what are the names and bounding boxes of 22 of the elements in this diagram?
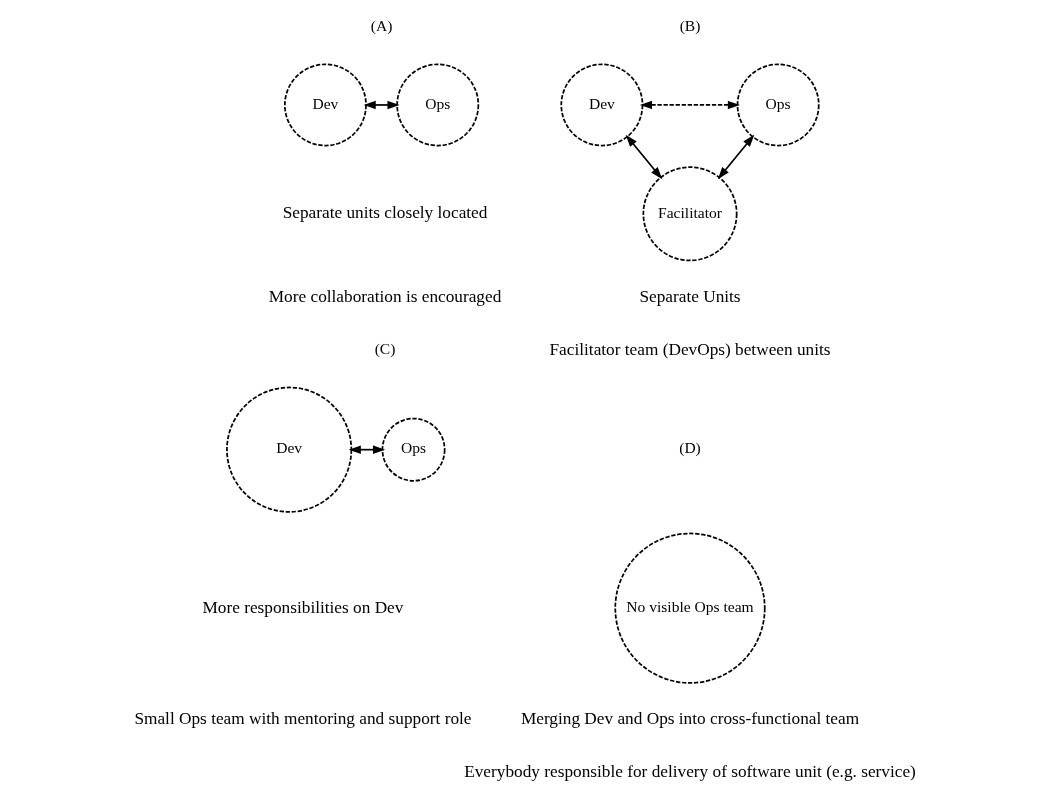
node-circle: No visible Ops team [613, 532, 766, 684]
arrow [717, 134, 754, 180]
node-circle: Dev [283, 63, 367, 147]
label: (B) [679, 17, 700, 35]
arrow [363, 100, 400, 110]
node-circle: Ops [381, 417, 445, 482]
arrow [348, 445, 385, 454]
node-circle: Ops [395, 63, 479, 147]
arrow [625, 134, 662, 180]
label: Separate units closely located [282, 203, 487, 223]
label: Facilitator team (DevOps) between units [549, 339, 830, 359]
label: Separate Units [638, 286, 741, 306]
label: More collaboration is encouraged [268, 286, 501, 306]
node-circle: Dev [225, 386, 352, 513]
arrow [639, 100, 740, 110]
label: More responsibilities on Dev [202, 597, 403, 617]
label: (C) [374, 340, 395, 358]
label: (A) [370, 17, 392, 35]
label: Everybody responsible for delivery of software unit (e.g. service) [463, 762, 916, 782]
label: Small Ops team with mentoring and support role [133, 709, 472, 729]
label: (D) [678, 439, 701, 457]
label: Merging Dev and Ops into cross-functional team [520, 709, 859, 729]
